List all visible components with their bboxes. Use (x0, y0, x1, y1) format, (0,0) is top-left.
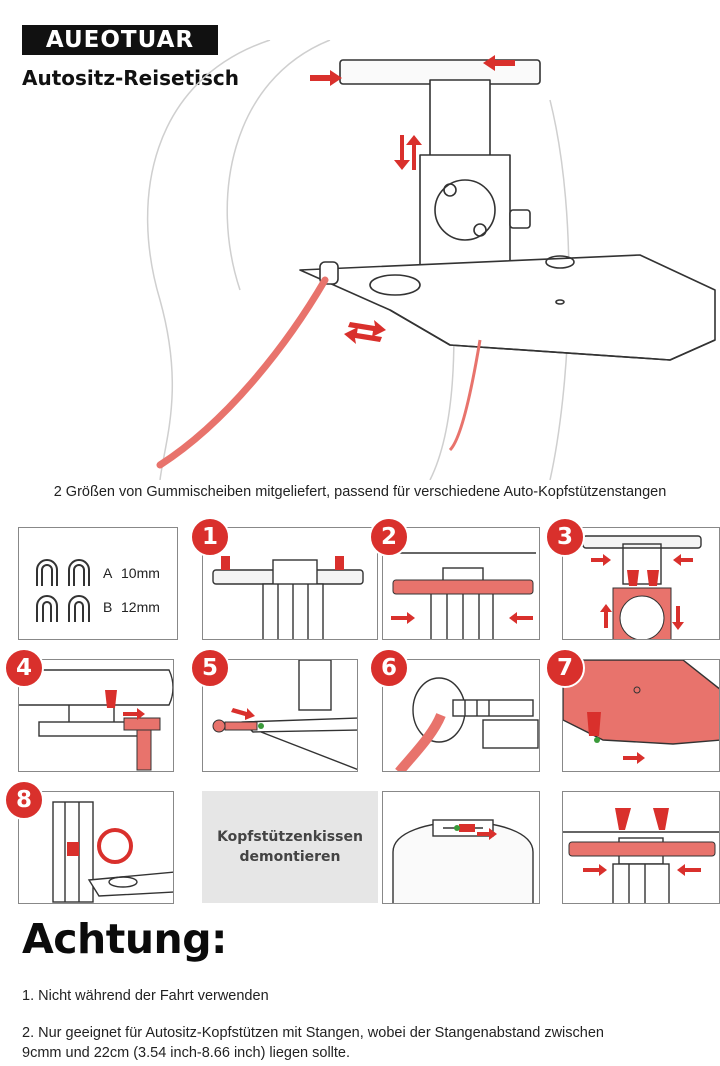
step-6-illustration (395, 677, 539, 771)
rubber-washer-icons (36, 559, 90, 622)
size-a-letter: A (103, 565, 113, 581)
step-panel-7 (562, 659, 720, 772)
step-panel-8 (18, 791, 174, 904)
step-panel-6 (382, 659, 540, 772)
step-badge-3: 3 (545, 517, 585, 557)
step-panel-2 (382, 527, 540, 640)
step-badge-7: 7 (545, 648, 585, 688)
cushion-removal-illustration (392, 819, 534, 903)
step-8-illustration (52, 801, 173, 903)
size-b-letter: B (103, 599, 113, 615)
step-4-illustration (19, 669, 173, 771)
step-badge-1: 1 (190, 517, 230, 557)
remove-cushion-line-1: Kopfstützenkissen (217, 828, 363, 845)
step-3-illustration (582, 535, 702, 639)
size-a-value: 10mm (121, 565, 160, 581)
step-1-illustration (212, 556, 364, 639)
size-b-value: 12mm (121, 599, 160, 615)
note-2-line-1: 2. Nur geeignet für Autositz-Kopfstützen… (22, 1025, 604, 1041)
step-badge-4: 4 (4, 648, 44, 688)
step-badge-5: 5 (190, 648, 230, 688)
step-badge-6: 6 (369, 648, 409, 688)
note-2-line-2: 9cmm und 22cm (3.54 inch-8.66 inch) lieg… (22, 1045, 351, 1061)
attention-heading: Achtung: (22, 915, 227, 963)
cushion-removal-panel (382, 791, 540, 904)
step-panel-1 (202, 527, 378, 640)
final-mount-panel (562, 791, 720, 904)
step-panel-4 (18, 659, 174, 772)
step-panel-5 (202, 659, 358, 772)
step-panel-3 (562, 527, 720, 640)
caption: 2 Größen von Gummischeiben mitgeliefert,… (53, 484, 667, 500)
hero-illustration (146, 40, 716, 480)
remove-headrest-cushion-note: Kopfstützenkissen demontieren (202, 791, 378, 903)
step-7-illustration (563, 660, 719, 764)
step-5-illustration (212, 660, 357, 770)
step-2-illustration (388, 552, 536, 639)
final-mount-illustration (563, 808, 719, 903)
brand-logo: AUEOTUAR (22, 25, 218, 55)
remove-cushion-line-2: demontieren (239, 849, 341, 865)
step-badge-2: 2 (369, 517, 409, 557)
step-badge-8: 8 (4, 780, 44, 820)
rubber-sizes-panel: A 10mm B 12mm (18, 527, 178, 640)
note-1: 1. Nicht während der Fahrt verwenden (22, 988, 269, 1004)
